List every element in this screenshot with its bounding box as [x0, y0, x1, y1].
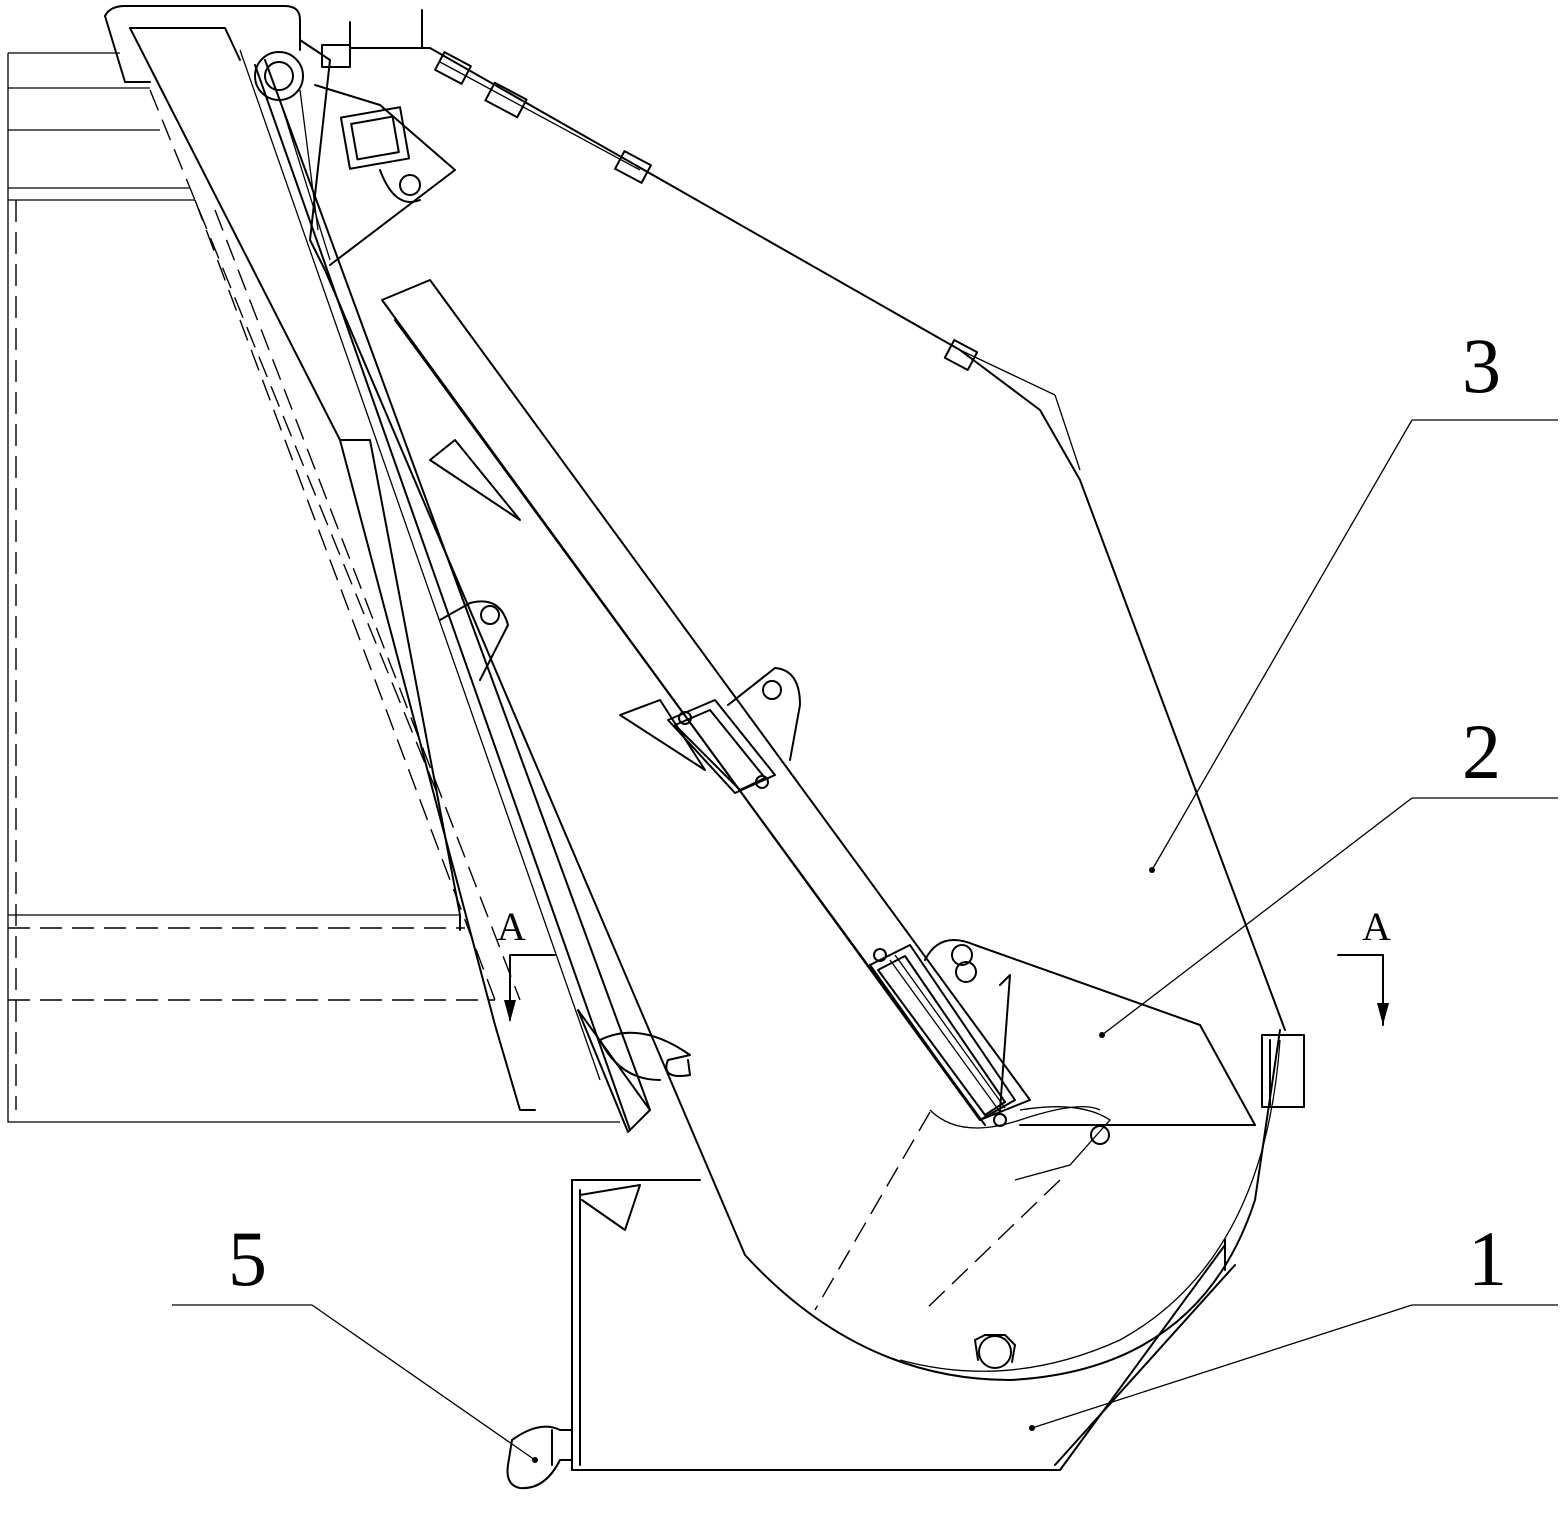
section-letter-right: A [1362, 904, 1391, 949]
guide-arm [104, 5, 651, 1131]
tailgate-body [299, 39, 1286, 1381]
section-letter-left: A [497, 904, 526, 949]
section-marker-left: A [497, 904, 556, 1022]
top-pivot [254, 9, 431, 101]
leader-5 [172, 1304, 538, 1463]
scraper-plate [924, 939, 1256, 1181]
vehicle-body-frame [7, 52, 620, 1123]
hydraulic-ram [381, 279, 1031, 1127]
leader-3 [1149, 419, 1558, 873]
leader-2 [1099, 797, 1558, 1038]
upper-bracket [314, 84, 456, 266]
callout-number-5: 5 [228, 1215, 267, 1302]
drain-valve [506, 1425, 573, 1490]
gusset-plates [429, 439, 801, 1133]
hidden-lift-arm [149, 89, 1061, 1311]
hopper [571, 1034, 1305, 1471]
callout-number-2: 2 [1462, 708, 1501, 795]
leader-1 [1029, 1304, 1558, 1431]
section-marker-right: A [1337, 904, 1391, 1026]
callout-number-3: 3 [1462, 322, 1501, 409]
callout-number-1: 1 [1468, 1215, 1507, 1302]
